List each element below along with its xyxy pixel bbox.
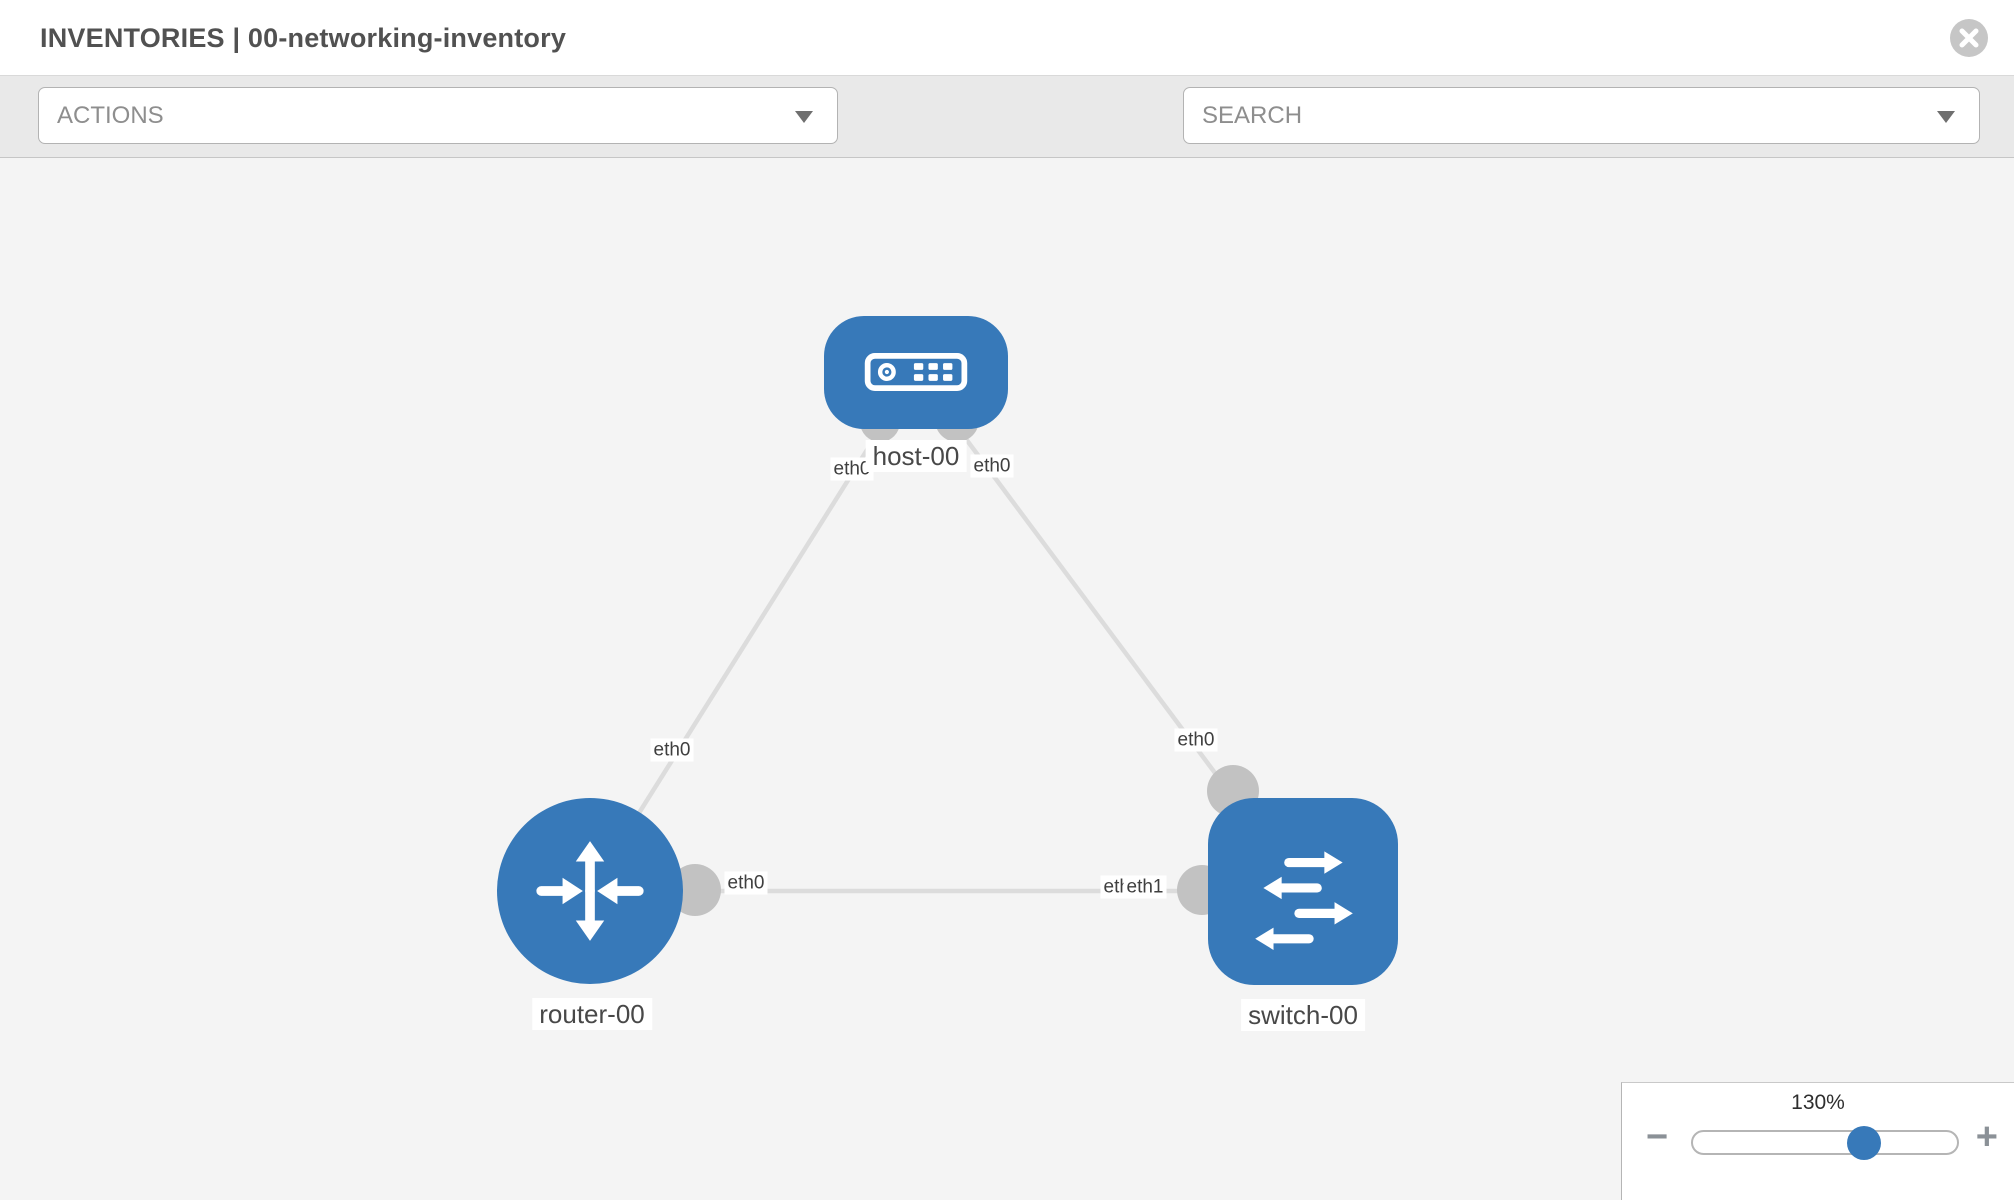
interface-label: eth0 — [650, 738, 694, 762]
topology-edges-layer — [588, 370, 1305, 916]
x-glyph — [1959, 28, 1979, 48]
zoom-level-label: 130% — [1791, 1091, 1845, 1114]
chevron-down-icon — [795, 111, 813, 123]
interface-label: eth0 — [1174, 728, 1218, 752]
search-dropdown-value: SEARCH — [1202, 102, 1303, 129]
close-icon[interactable] — [1950, 19, 1988, 57]
zoom-control-panel: 130% − + — [1621, 1082, 2014, 1200]
zoom-in-button[interactable]: + — [1975, 1116, 1998, 1158]
toolbar: ACTIONS SEARCH — [0, 76, 2014, 210]
node-host-00[interactable] — [824, 315, 1008, 429]
node-switch-00[interactable] — [1208, 797, 1398, 985]
node-label-router-00: router-00 — [532, 998, 652, 1030]
chevron-down-icon — [1937, 111, 1955, 123]
router-icon — [536, 841, 644, 941]
header-bar: INVENTORIES | 00-networking-inventory — [0, 0, 2014, 76]
interface-label: eth0 — [724, 871, 768, 895]
node-label-switch-00: switch-00 — [1241, 999, 1365, 1031]
switch-icon — [1255, 851, 1353, 950]
node-router-00[interactable] — [497, 798, 683, 984]
zoom-slider-knob[interactable] — [1847, 1126, 1882, 1160]
node-label-host-00: host-00 — [865, 440, 967, 472]
zoom-out-button[interactable]: − — [1646, 1116, 1669, 1158]
search-dropdown[interactable]: SEARCH — [1183, 87, 1980, 144]
actions-dropdown[interactable]: ACTIONS — [38, 87, 838, 144]
interface-label: eth1 — [1123, 875, 1167, 899]
interface-label: eth0 — [970, 454, 1014, 478]
host-icon — [864, 353, 968, 391]
page-title: INVENTORIES | 00-networking-inventory — [40, 23, 567, 53]
zoom-slider[interactable] — [1691, 1130, 1959, 1155]
actions-dropdown-value: ACTIONS — [57, 102, 164, 129]
